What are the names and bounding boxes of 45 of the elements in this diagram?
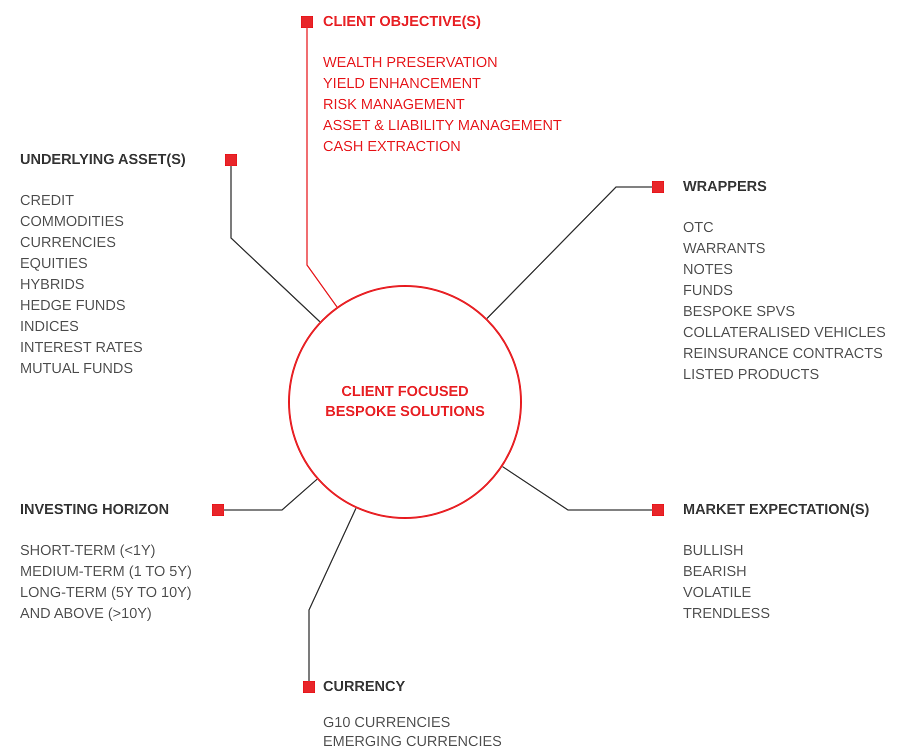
category-heading: CLIENT OBJECTIVE(S) xyxy=(323,13,481,32)
circle-label: CLIENT FOCUSED BESPOKE SOLUTIONS xyxy=(324,383,486,422)
list-item: WEALTH PRESERVATION xyxy=(323,54,498,73)
list-item: YIELD ENHANCEMENT xyxy=(323,75,481,94)
list-item: TRENDLESS xyxy=(683,605,770,624)
list-item: COMMODITIES xyxy=(20,213,124,232)
connector-line xyxy=(230,166,320,322)
category-heading: UNDERLYING ASSET(S) xyxy=(20,151,186,170)
list-item: SHORT-TERM (<1Y) xyxy=(20,542,156,561)
list-item: EQUITIES xyxy=(20,255,88,274)
list-item: INTEREST RATES xyxy=(20,339,143,358)
list-item: INDICES xyxy=(20,318,79,337)
list-item: COLLATERALISED VEHICLES xyxy=(683,324,886,343)
list-item: FUNDS xyxy=(683,282,733,301)
list-item: AND ABOVE (>10Y) xyxy=(20,605,152,624)
list-item: WARRANTS xyxy=(683,240,766,259)
connector-line xyxy=(306,28,338,308)
connector-line xyxy=(486,186,652,319)
list-item: HEDGE FUNDS xyxy=(20,297,126,316)
list-item: OTC xyxy=(683,219,714,238)
list-item: LISTED PRODUCTS xyxy=(683,366,820,385)
list-item: REINSURANCE CONTRACTS xyxy=(683,345,883,364)
list-item: BEARISH xyxy=(683,563,747,582)
category-heading: CURRENCY xyxy=(323,678,406,697)
category-heading: WRAPPERS xyxy=(683,178,767,197)
list-item: EMERGING CURRENCIES xyxy=(323,733,502,752)
list-item: CASH EXTRACTION xyxy=(323,138,461,157)
list-item: NOTES xyxy=(683,261,733,280)
list-item: HYBRIDS xyxy=(20,276,84,295)
list-item: MEDIUM-TERM (1 TO 5Y) xyxy=(20,563,192,582)
list-item: LONG-TERM (5Y TO 10Y) xyxy=(20,584,192,603)
list-item: MUTUAL FUNDS xyxy=(20,360,134,379)
central-circle xyxy=(288,285,522,519)
category-heading: MARKET EXPECTATION(S) xyxy=(683,501,870,520)
list-item: BULLISH xyxy=(683,542,744,561)
list-item: ASSET & LIABILITY MANAGEMENT xyxy=(323,117,562,136)
connector-line xyxy=(224,478,318,511)
list-item: CURRENCIES xyxy=(20,234,116,253)
list-item: RISK MANAGEMENT xyxy=(323,96,465,115)
list-item: BESPOKE SPVS xyxy=(683,303,796,322)
connector-line xyxy=(308,508,357,681)
category-heading: INVESTING HORIZON xyxy=(20,501,170,520)
list-item: G10 CURRENCIES xyxy=(323,714,450,733)
list-item: CREDIT xyxy=(20,192,74,211)
list-item: VOLATILE xyxy=(683,584,752,603)
